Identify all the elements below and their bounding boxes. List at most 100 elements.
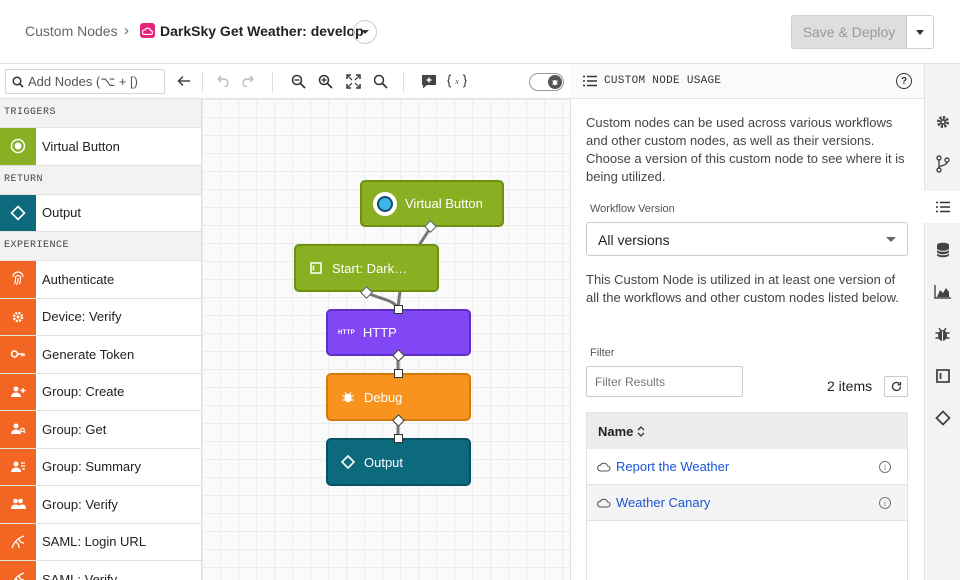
palette-item-label: Device: Verify: [42, 309, 122, 325]
panel-header: CUSTOM NODE USAGE ?: [571, 64, 924, 99]
right-sidebar: [924, 64, 960, 580]
bug-icon: [548, 75, 562, 89]
users-add-icon: [0, 373, 36, 410]
input-port[interactable]: [394, 369, 403, 378]
svg-text:x: x: [454, 77, 459, 86]
category-return: RETURN: [0, 165, 201, 195]
palette-item-generate-token[interactable]: Generate Token: [0, 336, 201, 374]
search-canvas-icon[interactable]: [371, 72, 389, 90]
add-nodes-search[interactable]: [5, 69, 165, 94]
palette-item-group-create[interactable]: Group: Create: [0, 373, 201, 411]
variables-icon[interactable]: x: [447, 72, 467, 90]
node-label: Start: Dark…: [332, 260, 408, 276]
palette-item-label: Generate Token: [42, 346, 135, 362]
toolbar-divider: [202, 72, 203, 92]
workflow-link[interactable]: Report the Weather: [616, 459, 730, 474]
help-icon[interactable]: ?: [896, 73, 912, 89]
custom-node-usage-panel: CUSTOM NODE USAGE ? Custom nodes can be …: [571, 64, 924, 580]
diamond-icon: [0, 194, 36, 231]
node-virtual-button[interactable]: Virtual Button: [360, 180, 504, 227]
bug-icon[interactable]: [925, 318, 960, 350]
workflow-canvas[interactable]: Virtual Button Start: Dark… HTTP HTTP De…: [202, 99, 571, 580]
gear-icon[interactable]: [925, 106, 960, 138]
version-dropdown-button[interactable]: [353, 20, 377, 44]
column-name-header: Name: [598, 423, 634, 439]
save-deploy-button[interactable]: Save & Deploy: [791, 15, 907, 49]
palette-item-virtual-button[interactable]: Virtual Button: [0, 128, 201, 166]
breadcrumb-separator: ›: [124, 22, 129, 39]
table-header[interactable]: Name: [587, 413, 907, 449]
node-palette: TRIGGERS Virtual Button RETURN Output EX…: [0, 99, 202, 580]
refresh-button[interactable]: [884, 376, 908, 397]
users-check-icon: [0, 486, 36, 523]
diamond-icon[interactable]: [925, 402, 960, 434]
workflow-version-value: All versions: [598, 232, 670, 248]
branch-icon[interactable]: [925, 148, 960, 180]
filter-results-input[interactable]: [586, 366, 743, 397]
cloud-icon: [597, 498, 611, 508]
save-options-button[interactable]: [907, 15, 934, 49]
cloud-icon: [597, 462, 611, 472]
editor-toolbar: x: [0, 64, 571, 99]
diamond-icon: [340, 454, 356, 470]
node-output[interactable]: Output: [326, 438, 471, 486]
filter-label: Filter: [590, 347, 615, 359]
palette-item-group-summary[interactable]: Group: Summary: [0, 448, 201, 486]
node-label: Output: [364, 454, 404, 470]
palette-item-label: Authenticate: [42, 271, 115, 287]
node-start[interactable]: Start: Dark…: [294, 244, 439, 292]
palette-item-group-get[interactable]: Group: Get: [0, 411, 201, 449]
add-nodes-input[interactable]: [28, 72, 162, 91]
palette-item-saml-verify[interactable]: SAML: Verify: [0, 561, 201, 580]
key-icon: [0, 336, 36, 373]
users-search-icon: [0, 411, 36, 448]
table-row: Weather Canary i: [587, 485, 907, 521]
undo-icon[interactable]: [213, 72, 231, 90]
input-port[interactable]: [394, 305, 403, 314]
start-square-icon: [308, 260, 324, 276]
usage-table: Name Report the Weather i Weather Canary…: [586, 412, 908, 580]
collapse-arrow-left-icon[interactable]: [175, 72, 193, 90]
device-gear-icon: [0, 298, 36, 335]
workflow-version-select[interactable]: All versions: [586, 222, 908, 256]
items-count: 2 items: [827, 378, 873, 394]
debug-mode-toggle[interactable]: [529, 73, 564, 91]
palette-item-group-verify[interactable]: Group: Verify: [0, 486, 201, 524]
database-icon[interactable]: [925, 234, 960, 266]
palette-item-authenticate[interactable]: Authenticate: [0, 261, 201, 299]
palette-item-device-verify[interactable]: Device: Verify: [0, 298, 201, 336]
square-icon[interactable]: [925, 360, 960, 392]
saml-icon: [0, 523, 36, 560]
sort-icon: [637, 425, 645, 437]
fit-to-screen-icon[interactable]: [344, 72, 362, 90]
zoom-out-icon[interactable]: [289, 72, 307, 90]
list-icon[interactable]: [924, 191, 960, 223]
area-chart-icon[interactable]: [925, 276, 960, 308]
panel-title: CUSTOM NODE USAGE: [604, 75, 722, 87]
add-note-icon[interactable]: [420, 72, 438, 90]
node-label: Virtual Button: [405, 196, 483, 211]
palette-item-saml-login-url[interactable]: SAML: Login URL: [0, 523, 201, 561]
info-icon[interactable]: i: [879, 461, 891, 473]
zoom-in-icon[interactable]: [316, 72, 334, 90]
palette-item-label: Output: [42, 205, 82, 221]
cloud-app-icon: [140, 23, 155, 38]
toolbar-divider: [272, 72, 273, 92]
node-label: Debug: [364, 389, 403, 405]
http-icon: HTTP: [338, 329, 355, 336]
table-row: Report the Weather i: [587, 449, 907, 485]
workflow-link[interactable]: Weather Canary: [616, 495, 711, 510]
info-icon[interactable]: i: [879, 497, 891, 509]
search-icon: [12, 76, 24, 88]
bug-icon: [340, 389, 356, 405]
input-port[interactable]: [394, 434, 403, 443]
palette-item-label: Group: Create: [42, 384, 125, 400]
breadcrumb-custom-nodes[interactable]: Custom Nodes: [25, 23, 118, 39]
palette-item-label: SAML: Verify: [42, 571, 118, 580]
palette-item-output[interactable]: Output: [0, 194, 201, 232]
caret-down-icon: [886, 237, 896, 242]
palette-item-label: Group: Get: [42, 421, 107, 437]
redo-icon[interactable]: [240, 72, 258, 90]
caret-down-icon: [361, 30, 369, 34]
palette-item-label: Group: Summary: [42, 459, 141, 475]
